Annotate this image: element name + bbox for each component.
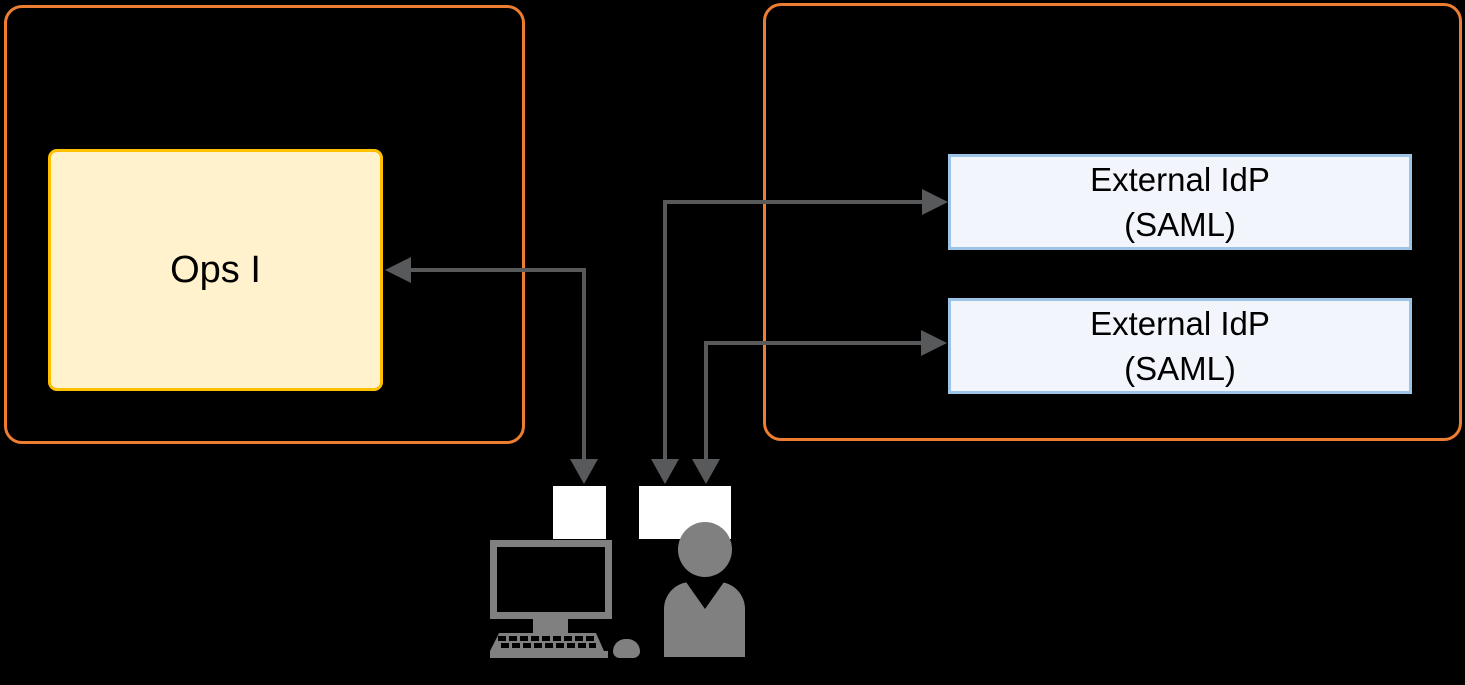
connector-line	[663, 200, 923, 204]
person-collar-notch	[686, 582, 724, 609]
person-head-icon	[678, 522, 732, 577]
left-group-container	[4, 5, 525, 444]
external-idp-2-sublabel: (SAML)	[1124, 350, 1236, 387]
arrowhead-right-icon	[922, 189, 948, 215]
keyboard-keys-icon	[498, 636, 596, 648]
right-group-container	[763, 3, 1462, 441]
external-idp-box-1: External IdP (SAML)	[948, 154, 1412, 250]
ops-box-label: Ops I	[170, 248, 261, 291]
arrowhead-left-icon	[385, 257, 411, 283]
external-idp-2-label: External IdP	[1090, 305, 1270, 342]
arrowhead-down-icon	[651, 459, 679, 484]
keyboard-base-icon	[490, 651, 608, 658]
external-idp-box-2: External IdP (SAML)	[948, 298, 1412, 394]
arrowhead-right-icon	[921, 330, 947, 356]
connector-line	[663, 200, 667, 460]
arrowhead-down-icon	[570, 459, 598, 484]
keyboard-icon	[490, 633, 604, 651]
connector-line	[410, 268, 586, 272]
connector-line	[704, 341, 922, 345]
external-idp-1-label: External IdP	[1090, 161, 1270, 198]
monitor-icon	[490, 540, 612, 619]
connector-line	[704, 341, 708, 460]
blank-label-box-left	[553, 486, 606, 539]
mouse-icon	[613, 639, 640, 658]
connector-line	[582, 268, 586, 460]
external-idp-1-sublabel: (SAML)	[1124, 206, 1236, 243]
arrowhead-down-icon	[692, 459, 720, 484]
monitor-stand-icon	[533, 619, 568, 633]
ops-box: Ops I	[48, 149, 383, 391]
